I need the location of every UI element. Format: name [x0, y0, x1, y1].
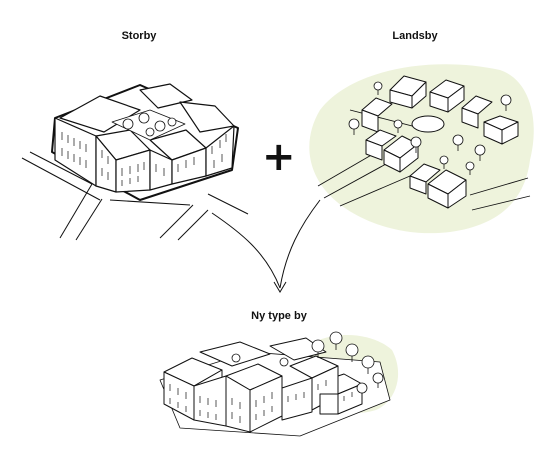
merge-arrows	[212, 200, 320, 292]
storby-city-block-illustration	[22, 84, 248, 240]
landsby-village-illustration	[309, 64, 533, 233]
ny-type-by-illustration	[160, 332, 398, 436]
landsby-pond	[412, 116, 444, 132]
arrow-from-storby	[212, 213, 280, 288]
arrow-from-landsby	[280, 200, 320, 288]
